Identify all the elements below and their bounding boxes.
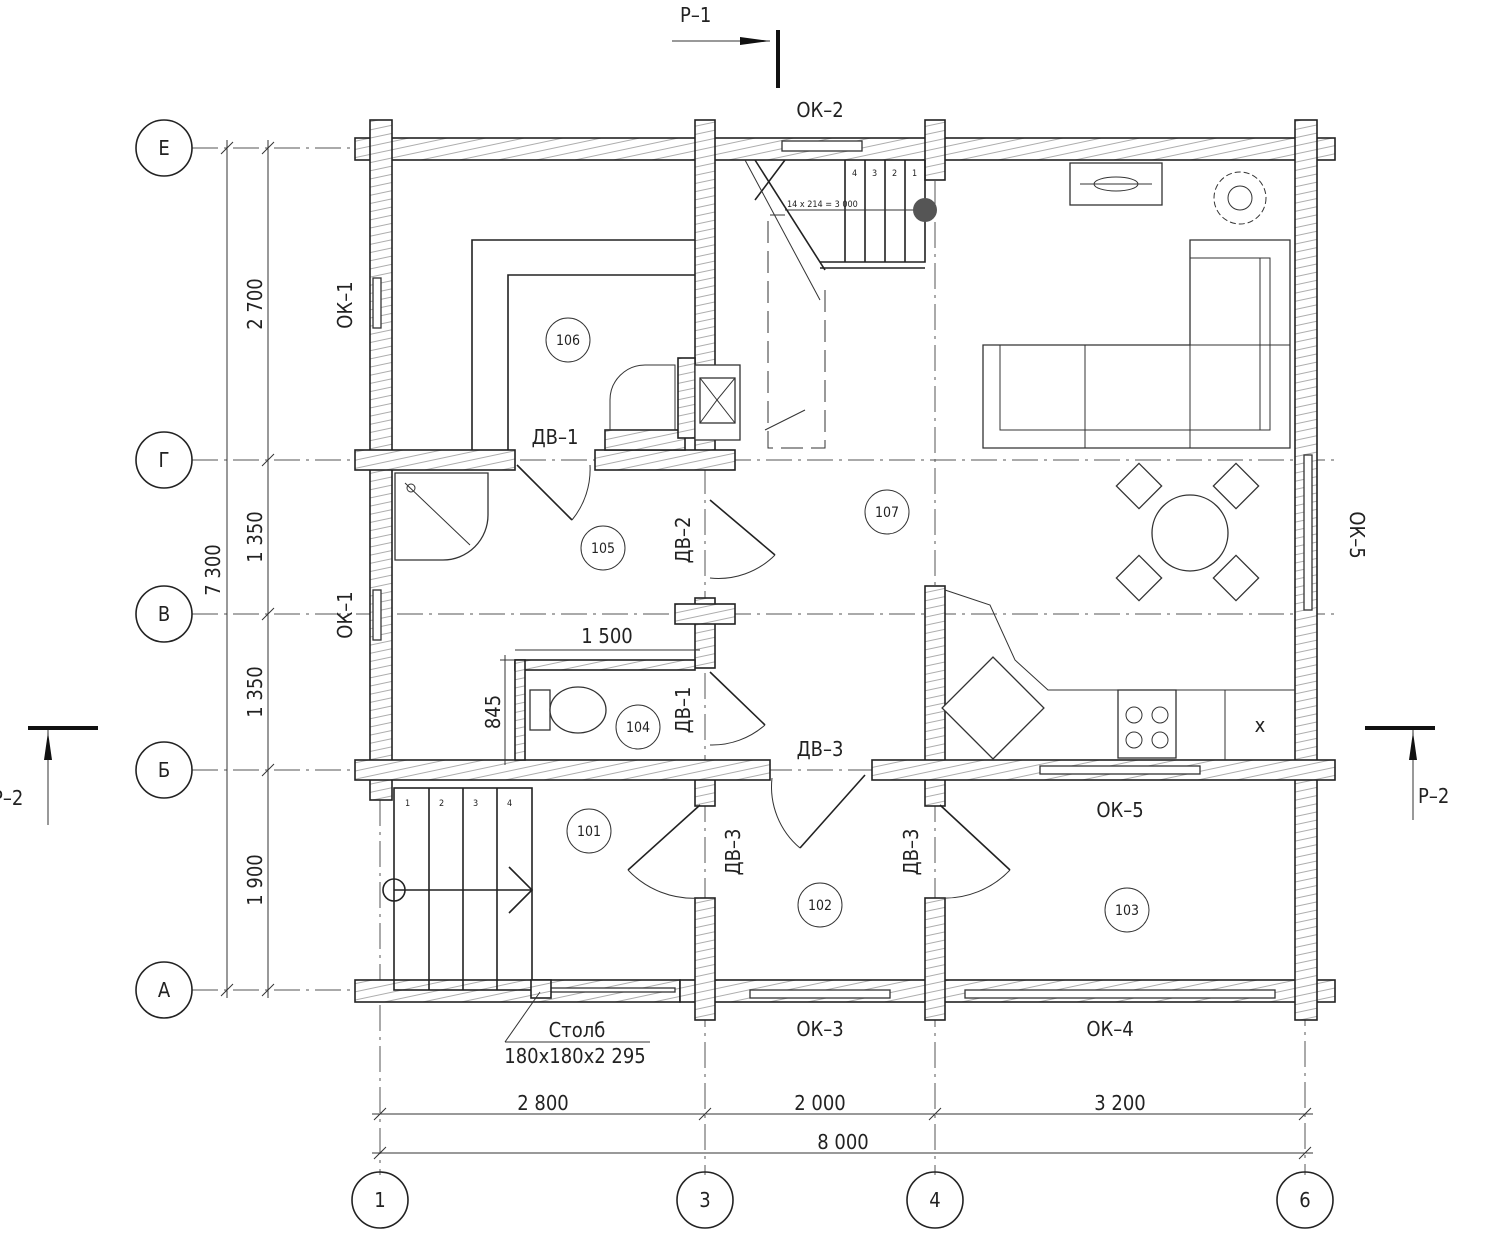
stair-step-label: 3	[872, 169, 877, 179]
room-106: 106	[556, 333, 580, 349]
stair-formula: 14 x 214 = 3 000	[787, 200, 858, 210]
window-label-ok3: ОК–3	[796, 1017, 843, 1041]
door-label-dv3-left: ДВ–3	[721, 829, 745, 876]
room-102: 102	[808, 898, 832, 914]
dim-1-3: 2 800	[517, 1091, 569, 1115]
doors: ДВ–1 ДВ–2 ДВ–1 ДВ–3 ДВ–3 ДВ–3	[516, 425, 1011, 899]
section-mark-top: Р–1	[672, 3, 780, 88]
dim-b-a: 1 900	[243, 854, 267, 906]
windows: ОК–2 ОК–1 ОК–1 ОК–5 ОК–5 ОК–3 ОК–4	[333, 98, 1369, 1041]
wc: 1 500 845	[481, 624, 700, 765]
axis-label-4: 4	[929, 1188, 940, 1212]
stair-step-label: 2	[892, 169, 897, 179]
dim-g-v: 1 350	[243, 511, 267, 563]
axis-label-a: А	[158, 978, 171, 1002]
axis-label-1: 1	[374, 1188, 385, 1212]
vertical-dimensions: 7 300 2 700 1 350 1 350 1 900	[201, 140, 275, 998]
door-label-dv2: ДВ–2	[671, 517, 695, 564]
porch-stair: 1 2 3 4 Столб 180x180x2 295	[382, 787, 650, 1068]
axis-label-g: Г	[159, 448, 170, 472]
axis-label-v: В	[158, 602, 170, 626]
section-mark-left: Р–2	[0, 726, 98, 825]
window-label-ok2: ОК–2	[796, 98, 843, 122]
window-label-ok1-upper: ОК–1	[333, 281, 357, 328]
grid-axes	[192, 140, 1335, 1175]
axis-label-6: 6	[1299, 1188, 1310, 1212]
kitchen-mark: x	[1255, 713, 1266, 737]
window-label-ok5-right: ОК–5	[1345, 511, 1369, 558]
row-axis-markers: Е Г В Б А	[135, 119, 193, 1019]
axis-label-e: Е	[158, 136, 169, 160]
dim-e-g: 2 700	[243, 278, 267, 330]
axis-label-b: Б	[158, 758, 170, 782]
shower-cabin	[394, 472, 489, 561]
room-107: 107	[875, 505, 899, 521]
plant-icon	[1213, 171, 1267, 225]
section-label-right: Р–2	[1418, 784, 1449, 808]
kitchen: x	[941, 589, 1295, 760]
dim-wc-width: 1 500	[581, 624, 633, 648]
room-tags: 101 102 103 104 105 106 107	[545, 317, 1150, 933]
section-mark-right: Р–2	[1365, 726, 1449, 820]
living-furniture	[982, 162, 1291, 602]
window-label-ok1-lower: ОК–1	[333, 591, 357, 638]
dim-wc-depth: 845	[481, 695, 505, 729]
room-105: 105	[591, 541, 615, 557]
window-label-ok5-kitchen: ОК–5	[1096, 798, 1143, 822]
post-note-title: Столб	[549, 1018, 606, 1042]
room-101: 101	[577, 824, 601, 840]
stair-step-label: 3	[473, 799, 478, 809]
dim-v-b: 1 350	[243, 666, 267, 718]
col-axis-markers: 1 3 4 6	[351, 1171, 1334, 1229]
dim-3-4: 2 000	[794, 1091, 846, 1115]
staircase-upper: 14 x 214 = 3 000 4 3 2 1	[744, 159, 937, 449]
stair-step-label: 1	[405, 799, 410, 809]
sauna-benches	[471, 239, 741, 451]
dim-overall-vertical: 7 300	[201, 544, 225, 596]
room-103: 103	[1115, 903, 1139, 919]
door-label-dv3-right: ДВ–3	[899, 829, 923, 876]
stair-step-label: 1	[912, 169, 917, 179]
horizontal-dimensions: 2 800 2 000 3 200 8 000	[372, 1091, 1313, 1160]
section-label-top: Р–1	[680, 3, 711, 27]
window-label-ok4: ОК–4	[1086, 1017, 1133, 1041]
dim-4-6: 3 200	[1094, 1091, 1146, 1115]
door-label-dv1-wc: ДВ–1	[671, 687, 695, 734]
stair-step-label: 4	[507, 799, 512, 809]
door-label-dv1-top: ДВ–1	[532, 425, 579, 449]
door-label-dv3-top: ДВ–3	[797, 737, 844, 761]
post-note-size: 180x180x2 295	[504, 1044, 645, 1068]
stair-step-label: 4	[852, 169, 857, 179]
axis-label-3: 3	[699, 1188, 710, 1212]
dim-overall-horizontal: 8 000	[817, 1130, 869, 1154]
section-label-left: Р–2	[0, 786, 23, 810]
stair-step-label: 2	[439, 799, 444, 809]
room-104: 104	[626, 720, 650, 736]
